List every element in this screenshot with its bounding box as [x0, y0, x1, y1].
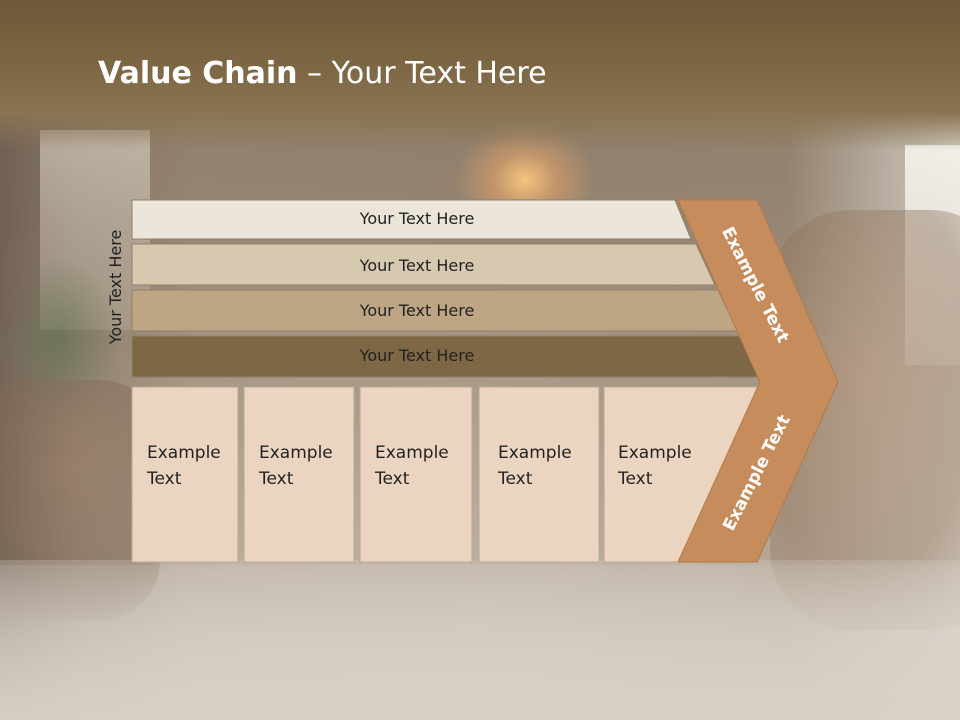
row-label-4: Your Text Here: [359, 346, 475, 365]
activity-label-2: Example Text: [259, 443, 333, 489]
activity-box-3[interactable]: [359, 386, 473, 563]
activity-label-5: Example Text: [618, 443, 692, 489]
slide-title[interactable]: Value Chain – Your Text Here: [98, 52, 547, 96]
activity-box-2[interactable]: [243, 386, 355, 563]
activity-box-4[interactable]: [478, 386, 600, 563]
row-label-2: Your Text Here: [359, 256, 475, 275]
margin-chevron[interactable]: [677, 199, 839, 563]
row-shape-2[interactable]: [131, 243, 716, 286]
activity-label-1: Example Text: [147, 443, 221, 489]
activity-box-1[interactable]: [131, 386, 239, 563]
slide-title-bold: Value Chain: [98, 56, 298, 91]
row-label-3: Your Text Here: [359, 301, 475, 320]
activity-label-3: Example Text: [375, 443, 449, 489]
header-band: [0, 0, 960, 150]
row-shape-1[interactable]: [131, 199, 692, 240]
row-label-1: Your Text Here: [359, 209, 475, 228]
activity-label-4: Example Text: [498, 443, 572, 489]
reflection-fade: [0, 565, 960, 720]
slide-title-rest: – Your Text Here: [297, 56, 547, 91]
